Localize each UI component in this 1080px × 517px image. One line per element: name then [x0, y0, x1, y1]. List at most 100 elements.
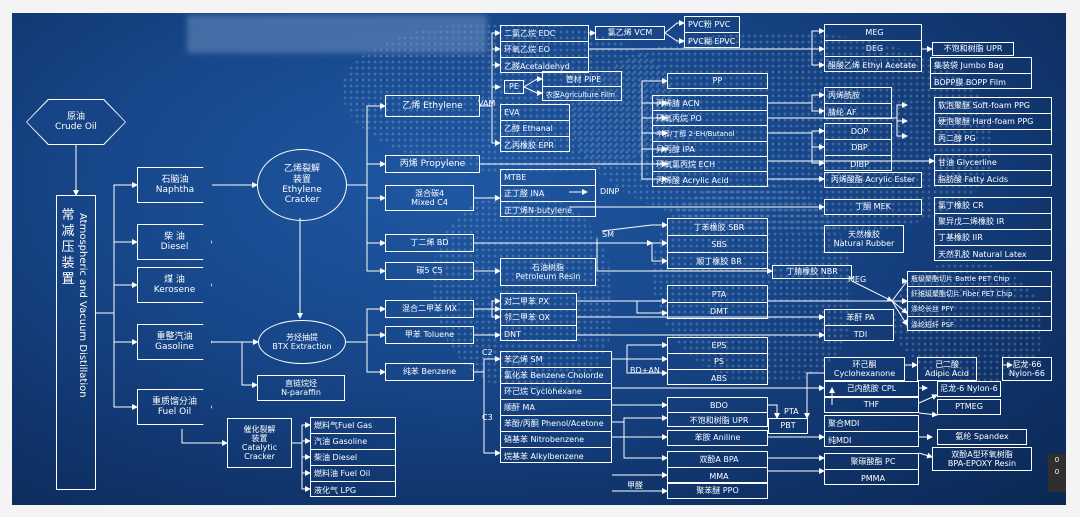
- ppo-node: 聚苯醚 PPO: [667, 483, 768, 499]
- mek-node: 丁酮 MEK: [824, 199, 922, 215]
- nylon6-node: 尼龙-6 Nylon-6: [937, 381, 1001, 397]
- bd-deriv-item: SBS: [668, 236, 767, 253]
- petrochemical-flowchart: 原油 Crude Oil 常减压装置 Atmospheric and Vacuu…: [12, 13, 1066, 505]
- xylene-deriv-item: 邻二甲苯 OX: [501, 310, 576, 326]
- diesel-cn: 柴 油: [164, 231, 185, 242]
- bd-deriv-item: 丁苯橡胶 SBR: [668, 219, 767, 236]
- ethylene-cracker-en: Ethylene Cracker: [282, 185, 322, 206]
- pet-item: 瓶级聚酯切片 Battle PET Chip: [908, 272, 1051, 287]
- propylene-deriv-item: 辛醇/丁醇 2-EH/Butanol: [653, 126, 767, 142]
- ethylene-deriv-item: 二氯乙烷 EDC: [501, 26, 588, 42]
- eva-item: EVA: [501, 105, 569, 121]
- bpa-mma-item: MMA: [709, 471, 729, 481]
- benzene-deriv-item: 硝基苯 Nitrobenzene: [501, 432, 611, 448]
- plasticizer-item: DBP: [825, 140, 891, 156]
- diesel-en: Diesel: [160, 242, 189, 252]
- plasticizer-item: DOP: [825, 124, 891, 140]
- ptmeg-node: PTMEG: [937, 399, 1001, 415]
- tdi-item: TDI: [853, 329, 868, 339]
- pc-pmma-list: 聚碳酸酯 PC PMMA: [824, 453, 919, 485]
- cyclohexanone-en: Cyclohexanone: [833, 369, 896, 378]
- nylon66-en: Nylon-66: [1009, 369, 1045, 378]
- naphtha-cn: 石脑油: [161, 174, 189, 185]
- ethylene-deriv-item: 乙醛Acetaldehyd: [504, 61, 570, 71]
- pta-dmt-list: PTA DMT: [667, 285, 768, 319]
- xylene-deriv-item: 对二甲苯 PX: [501, 294, 576, 310]
- xylene-deriv-item: DNT: [504, 329, 522, 339]
- mdi-item: 纯MDI: [828, 435, 852, 445]
- mixed-c4-en: Mixed C4: [411, 198, 448, 207]
- map-africa: [652, 183, 852, 383]
- cracker-products-list: 燃料气Fuel Gas 汽油 Gasoline 柴油 Diesel 燃料油 Fu…: [310, 417, 396, 497]
- btx-extraction-cn: 芳烃抽提: [286, 332, 318, 342]
- fuel-oil-en: Fuel Oil: [157, 407, 192, 417]
- cyclohexanone-cn: 环己酮: [852, 359, 877, 369]
- diesel-node: 柴 油 Diesel: [137, 224, 212, 260]
- mixed-xylene-node: 混合二甲苯 MX: [385, 300, 474, 318]
- pe-products-list: 管材 PIPE 农膜Agriculture Film: [542, 71, 622, 101]
- kerosene-cn: 煤 油: [164, 274, 185, 285]
- spandex-node: 氨纶 Spandex: [937, 429, 1027, 445]
- pvc-item: PVC粉 PVC: [685, 17, 739, 33]
- c4-deriv-item: 正丁醛 INA: [501, 186, 595, 202]
- cracker-product-item: 汽油 Gasoline: [311, 434, 395, 450]
- nylon66-node: 尼龙-66 Nylon-66: [1002, 357, 1052, 381]
- nylon66-cn: 尼龙-66: [1012, 359, 1042, 369]
- kerosene-node: 煤 油 Kerosene: [137, 267, 212, 303]
- pe-node: PE: [504, 80, 524, 94]
- c4-deriv-item: 正丁烯N-butylene: [504, 205, 573, 215]
- benzene-deriv-item: 顺酐 MA: [501, 400, 611, 416]
- rubber-item: 氯丁橡胶 CR: [935, 198, 1051, 214]
- distillation-node: [56, 195, 96, 490]
- connector-lines: [73, 20, 1013, 494]
- propylene-deriv-item: 丙烯腈 ACN: [653, 96, 767, 111]
- toluene-node: 甲苯 Toluene: [385, 326, 474, 344]
- benzene-deriv-item: 氯化苯 Benzene Cholorde: [501, 368, 611, 384]
- pet-item: 涤纶长丝 PFY: [908, 302, 1051, 317]
- benzene-deriv-item: 环己烷 Cyclohexane: [501, 384, 611, 400]
- c4-derivs-list: MTBE 正丁醛 INA 正丁烯N-butylene: [500, 169, 596, 217]
- epoxy-en: BPA-EPOXY Resin: [947, 459, 1017, 468]
- btx-extraction-node: 芳烃抽提 BTX Extraction: [258, 320, 346, 364]
- gasoline-node: 重整汽油 Gasoline: [137, 324, 212, 360]
- pta-label: PTA: [784, 407, 799, 416]
- natural-rubber-cn: 天然橡胶: [848, 229, 880, 239]
- n-paraffin-node: 直链烷烃 N-paraffin: [257, 375, 345, 401]
- c3-label: C3: [482, 413, 493, 422]
- pp-node: PP: [667, 73, 768, 89]
- pa-item: 苯酐 PA: [825, 310, 893, 326]
- cracker-product-item: 液化气 LPG: [314, 485, 357, 495]
- c5-node: 碳5 C5: [385, 262, 474, 280]
- pet-item: 纤维级聚酯切片 Fiber PET Chip: [908, 287, 1051, 302]
- meg-label: MEG: [848, 275, 867, 284]
- pet-item: 涤纶短纤 PSF: [911, 320, 954, 329]
- petroleum-resin-node: 石油树脂 Petroleum Resin: [500, 258, 596, 286]
- plasticizers-list: DOP DBP DIBP: [824, 123, 892, 171]
- propylene-deriv-item: 丙烯酸 Acrylic Acid: [656, 175, 729, 185]
- acrylic-ester-node: 丙烯酸酯 Acrylic Ester: [824, 172, 922, 188]
- overlay-widget[interactable]: 0 0: [1048, 454, 1066, 492]
- pvc-list: PVC粉 PVC PVC糊 EPVC: [684, 16, 740, 48]
- bag-item: BOPP膜 BOPP Film: [934, 77, 1006, 87]
- xylene-derivs-list: 对二甲苯 PX 邻二甲苯 OX DNT: [500, 293, 577, 341]
- butadiene-node: 丁二烯 BD: [385, 234, 474, 252]
- bdo-upr-list: BDO 不饱和树脂 UPR: [667, 397, 768, 427]
- upr-item: 不饱和树脂 UPR: [689, 416, 749, 425]
- eo-deriv-item: 醋酸乙烯 Ethyl Acetate: [828, 60, 917, 70]
- bpa-mma-list: 双酚A BPA MMA: [667, 451, 768, 483]
- benzene-deriv-item: 苯乙烯 SM: [501, 352, 611, 368]
- rubber-item: 聚异戊二烯橡胶 IR: [935, 214, 1051, 230]
- distillation-en: Atmospheric and Vacuum Distillation: [77, 213, 88, 398]
- rubbers-list: 氯丁橡胶 CR 聚异戊二烯橡胶 IR 丁基橡胶 IIR 天然乳胶 Natural…: [934, 197, 1052, 261]
- bags-list: 集装袋 Jumbo Bag BOPP膜 BOPP Film: [930, 57, 1032, 89]
- dinp-label: DINP: [600, 187, 620, 196]
- distillation-cn: 常减压装置: [61, 208, 75, 287]
- pta-dmt-item: DMT: [710, 307, 728, 316]
- catalytic-cracker-en: Catalytic Cracker: [241, 443, 278, 462]
- eva-item: 乙丙橡胶 EPR: [504, 140, 554, 150]
- polyols-list: 软泡聚醚 Soft-foam PPG 硬泡聚醚 Hard-foam PPG 丙二…: [934, 97, 1052, 145]
- vcm-node: 氯乙烯 VCM: [595, 26, 665, 40]
- fuel-oil-cn: 重质馏分油: [151, 396, 197, 407]
- ethylene-node: 乙烯 Ethylene: [385, 95, 480, 117]
- upr-node-top: 不饱和树脂 UPR: [932, 42, 1014, 56]
